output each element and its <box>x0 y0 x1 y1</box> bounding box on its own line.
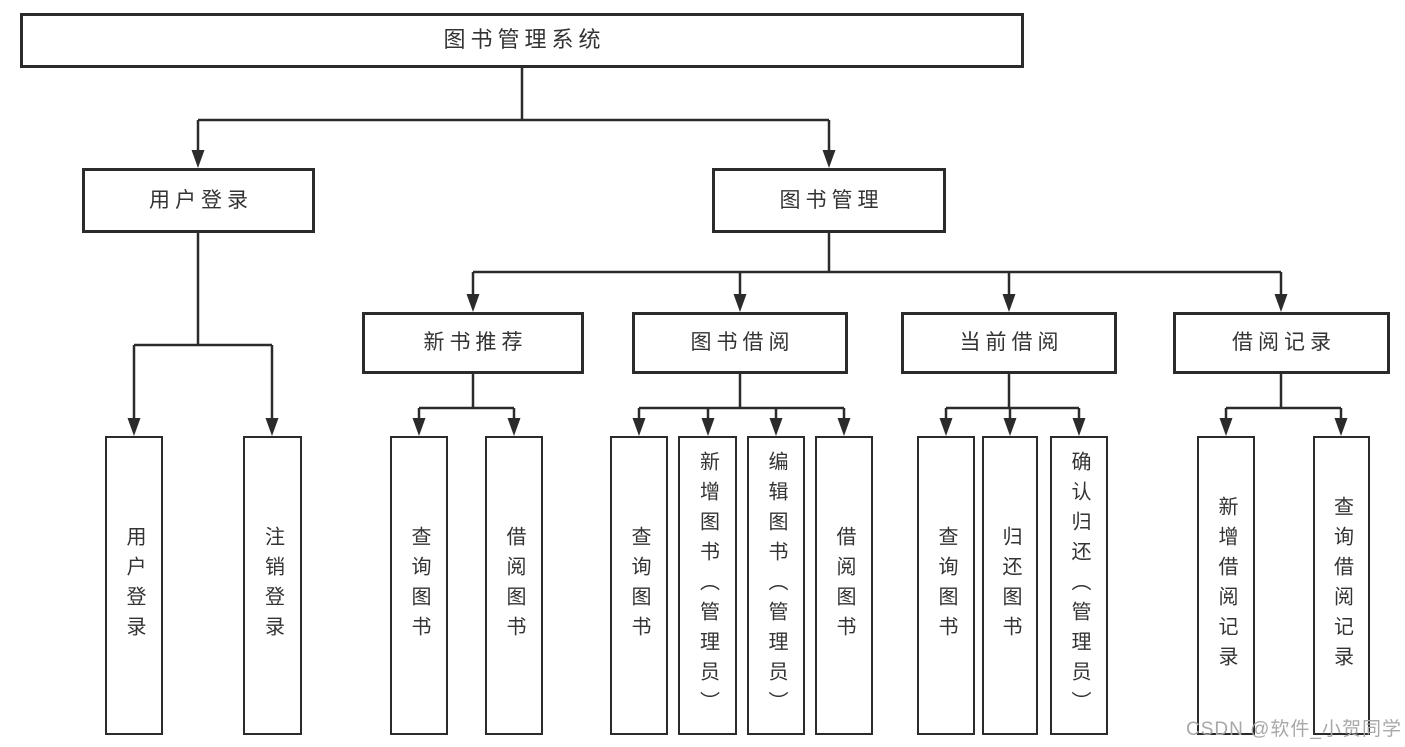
node-label: 新增图书（管理员） <box>696 450 719 721</box>
arrow-down-icon <box>1334 418 1348 436</box>
arrow-down-icon <box>822 150 836 168</box>
node-label: 新书推荐 <box>423 331 528 355</box>
arrow-down-icon <box>265 418 279 436</box>
node-label: 新增借阅记录 <box>1215 495 1237 676</box>
arrow-down-icon <box>466 294 480 312</box>
arrow-down-icon <box>191 150 205 168</box>
leaf-query-borrow-record: 查询借阅记录 <box>1313 436 1370 735</box>
node-borrowing-records: 借阅记录 <box>1173 312 1390 374</box>
arrow-down-icon <box>769 418 783 436</box>
connector-borrow-records-to-leaves <box>1224 374 1343 420</box>
watermark: CSDN @软件_小贺同学 <box>1186 719 1402 740</box>
node-book-management: 图书管理 <box>712 168 946 233</box>
connector-book-borrow-to-leaves <box>637 374 846 420</box>
node-label: 查询借阅记录 <box>1330 495 1353 676</box>
leaf-return-books: 归还图书 <box>982 436 1038 735</box>
node-label: 注销登录 <box>261 525 284 646</box>
node-label: 图书借阅 <box>690 331 795 355</box>
node-label: 图书管理系统 <box>443 27 606 53</box>
node-current-borrowing: 当前借阅 <box>901 312 1117 374</box>
node-library-system: 图书管理系统 <box>20 13 1024 68</box>
leaf-query-books-current: 查询图书 <box>917 436 975 735</box>
leaf-user-login: 用户登录 <box>105 436 163 735</box>
leaf-edit-books-admin: 编辑图书（管理员） <box>747 436 805 735</box>
connector-user-login-to-leaves <box>132 233 274 420</box>
arrow-down-icon <box>1219 418 1233 436</box>
node-label: 借阅图书 <box>833 525 855 646</box>
connector-root-to-level2 <box>196 68 831 152</box>
node-label: 查询图书 <box>408 525 430 646</box>
arrow-down-icon <box>412 418 426 436</box>
arrow-down-icon <box>1274 294 1288 312</box>
arrow-down-icon <box>837 418 851 436</box>
leaf-query-books-borrow: 查询图书 <box>610 436 668 735</box>
node-label: 用户登录 <box>149 188 253 212</box>
arrow-down-icon <box>127 418 141 436</box>
arrowheads <box>127 150 1348 436</box>
arrow-down-icon <box>1002 294 1016 312</box>
arrow-down-icon <box>1072 418 1086 436</box>
leaf-add-books-admin: 新增图书（管理员） <box>678 436 737 735</box>
arrow-down-icon <box>939 418 953 436</box>
arrow-down-icon <box>1003 418 1017 436</box>
arrow-down-icon <box>701 418 715 436</box>
node-label: 查询图书 <box>628 525 650 646</box>
connector-book-management-to-level3 <box>471 233 1283 296</box>
connector-new-book-to-leaves <box>417 374 516 420</box>
leaf-logout: 注销登录 <box>243 436 302 735</box>
node-label: 确认归还（管理员） <box>1068 450 1090 721</box>
node-label: 当前借阅 <box>959 331 1064 355</box>
arrow-down-icon <box>507 418 521 436</box>
arrow-down-icon <box>632 418 646 436</box>
leaf-query-books-recommend: 查询图书 <box>390 436 448 735</box>
node-label: 查询图书 <box>935 525 957 646</box>
leaf-borrow-books-recommend: 借阅图书 <box>485 436 543 735</box>
node-label: 归还图书 <box>999 525 1021 646</box>
node-new-book-recommendation: 新书推荐 <box>362 312 584 374</box>
node-label: 编辑图书（管理员） <box>765 450 787 721</box>
connector-current-borrow-to-leaves <box>944 374 1081 420</box>
node-label: 借阅记录 <box>1232 331 1336 355</box>
node-label: 图书管理 <box>779 188 884 212</box>
leaf-confirm-return-admin: 确认归还（管理员） <box>1050 436 1108 735</box>
arrow-down-icon <box>733 294 747 312</box>
leaf-borrow-books: 借阅图书 <box>815 436 873 735</box>
node-book-borrowing: 图书借阅 <box>632 312 848 374</box>
node-label: 借阅图书 <box>503 525 525 646</box>
node-label: 用户登录 <box>123 525 145 646</box>
leaf-add-borrow-record: 新增借阅记录 <box>1197 436 1255 735</box>
node-user-login: 用户登录 <box>82 168 315 233</box>
